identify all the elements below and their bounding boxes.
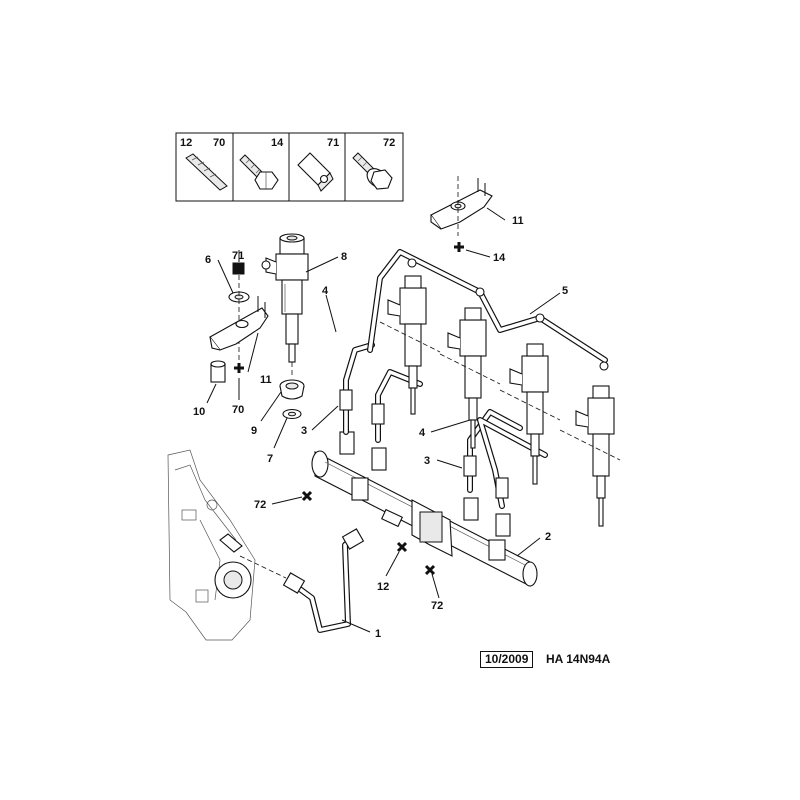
fastener-legend: 12 70 14 71 72 xyxy=(175,132,404,202)
injector-4 xyxy=(559,385,621,527)
injector-1 xyxy=(379,275,441,415)
callout-70: 70 xyxy=(232,404,244,416)
locating-sleeve xyxy=(210,360,226,383)
callout-4-upper: 4 xyxy=(322,285,329,297)
legend-cell-3-right: 71 xyxy=(327,137,339,149)
callout-10: 10 xyxy=(193,406,205,418)
callout-2: 2 xyxy=(545,531,551,543)
callout-12: 12 xyxy=(377,581,389,593)
callout-72-left: 72 xyxy=(254,499,266,511)
callout-labels: 11 14 5 8 4 71 6 11 70 10 9 7 3 4 3 72 2… xyxy=(193,215,568,640)
diagram-reference: HA 14N94A xyxy=(546,652,611,666)
revision-date: 10/2009 xyxy=(480,651,534,668)
bolt-icon xyxy=(239,154,279,190)
callout-1: 1 xyxy=(375,628,381,640)
callout-7: 7 xyxy=(267,453,273,465)
injector-feed-pipes xyxy=(339,342,548,509)
clamp-nut xyxy=(232,262,245,275)
callout-9: 9 xyxy=(251,425,257,437)
callout-3-lower: 3 xyxy=(424,455,430,467)
injector-removed xyxy=(261,233,309,376)
callout-11-top: 11 xyxy=(512,215,524,227)
legend-cell-2-right: 14 xyxy=(271,137,284,149)
legend-cell-1-right: 70 xyxy=(213,137,225,149)
callout-72-bottom: 72 xyxy=(431,600,443,612)
fuel-return-line xyxy=(367,249,609,371)
injector-washer xyxy=(282,408,302,420)
legend-cell-1-left: 12 xyxy=(180,137,192,149)
injector-seal xyxy=(279,379,305,400)
flanged-bolt-icon xyxy=(352,152,393,190)
callout-5: 5 xyxy=(562,285,568,297)
callout-6: 6 xyxy=(205,254,211,266)
injector-clamp-top xyxy=(430,176,493,236)
callout-14: 14 xyxy=(493,252,506,264)
callout-71: 71 xyxy=(232,250,244,262)
injector-3 xyxy=(499,343,561,485)
callout-11-side: 11 xyxy=(260,374,272,386)
stud-icon xyxy=(185,153,228,191)
fuel-rail xyxy=(311,431,538,587)
callout-3-upper: 3 xyxy=(301,425,307,437)
callout-4-lower: 4 xyxy=(419,427,426,439)
leader-lines xyxy=(206,207,561,633)
injector-clamp-side xyxy=(209,296,269,351)
legend-cell-4-right: 72 xyxy=(383,137,395,149)
rail-banjo-fitting xyxy=(380,508,404,528)
injector-2 xyxy=(439,307,501,449)
pump-to-rail-pipe xyxy=(239,528,365,633)
callout-8: 8 xyxy=(341,251,347,263)
high-pressure-pump xyxy=(167,449,256,641)
spacer-nut-icon xyxy=(297,152,334,192)
marker-crosses xyxy=(234,242,464,576)
